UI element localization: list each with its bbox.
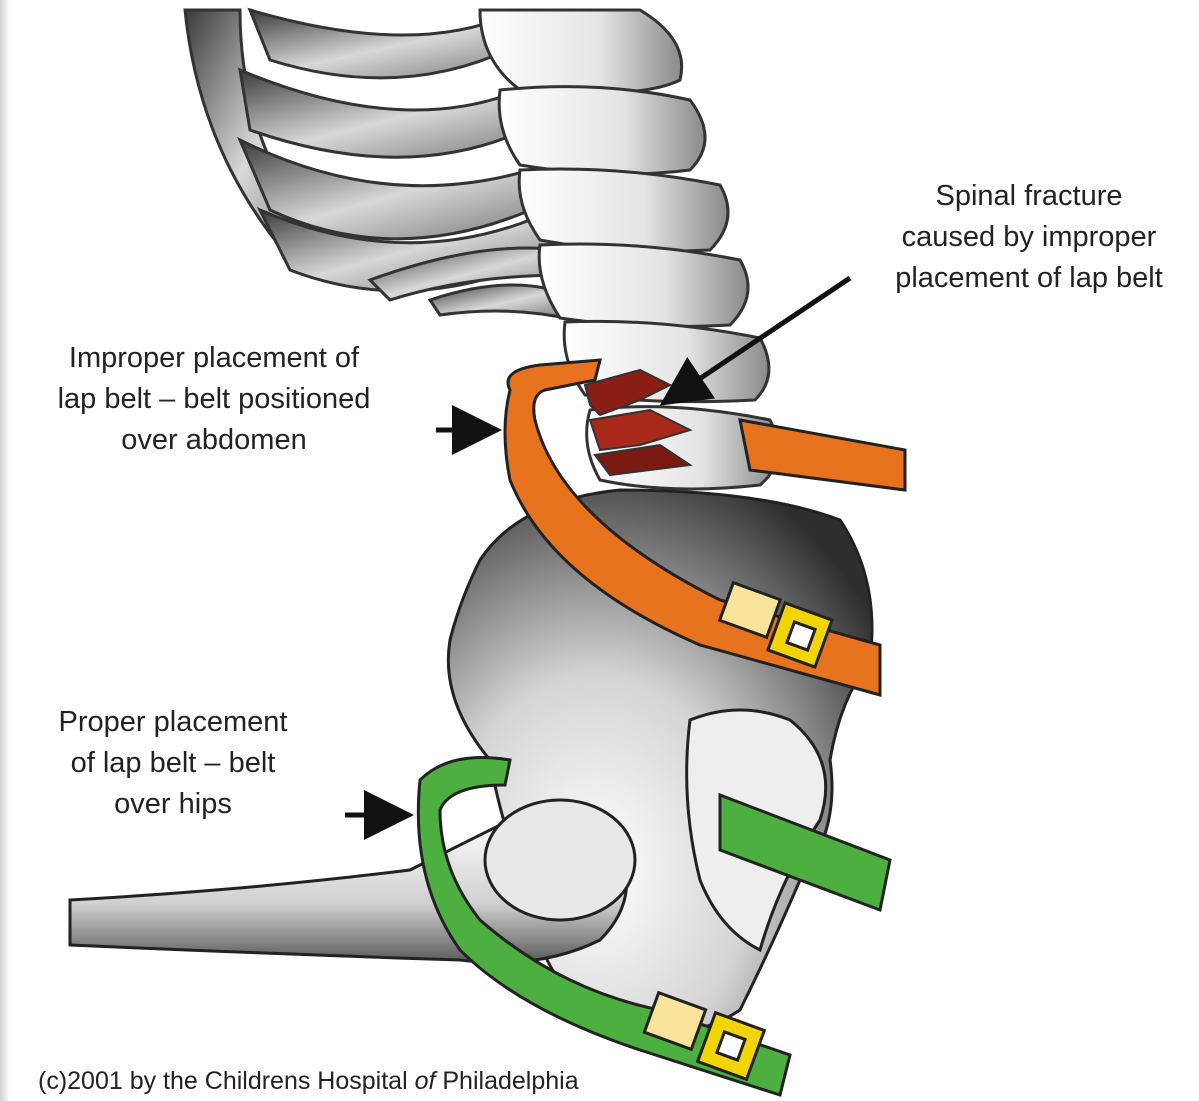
spinal-fracture-label: Spinal fracture caused by improper place… [862,176,1196,299]
label-line: Spinal fracture [862,176,1196,217]
vertebra-3 [519,169,728,251]
copyright-text-end: Philadelphia [435,1067,578,1095]
label-line: lap belt – belt positioned [15,379,413,420]
label-line: Proper placement [18,702,328,743]
label-line: caused by improper [862,217,1196,258]
label-line: placement of lap belt [862,258,1196,299]
improper-placement-label: Improper placement of lap belt – belt po… [15,338,413,461]
copyright-text: (c)2001 by the Childrens Hospital [38,1067,415,1095]
vertebra-1 [480,10,682,93]
label-line: over hips [18,784,328,825]
label-line: Improper placement of [15,338,413,379]
copyright-notice: (c)2001 by the Childrens Hospital of Phi… [38,1066,579,1096]
vertebra-2 [499,87,705,174]
proper-placement-label: Proper placement of lap belt – belt over… [18,702,328,825]
label-line: over abdomen [15,420,413,461]
vertebra-4 [539,244,748,326]
copyright-italic: of [415,1067,436,1095]
label-line: of lap belt – belt [18,743,328,784]
femoral-head [485,800,635,920]
